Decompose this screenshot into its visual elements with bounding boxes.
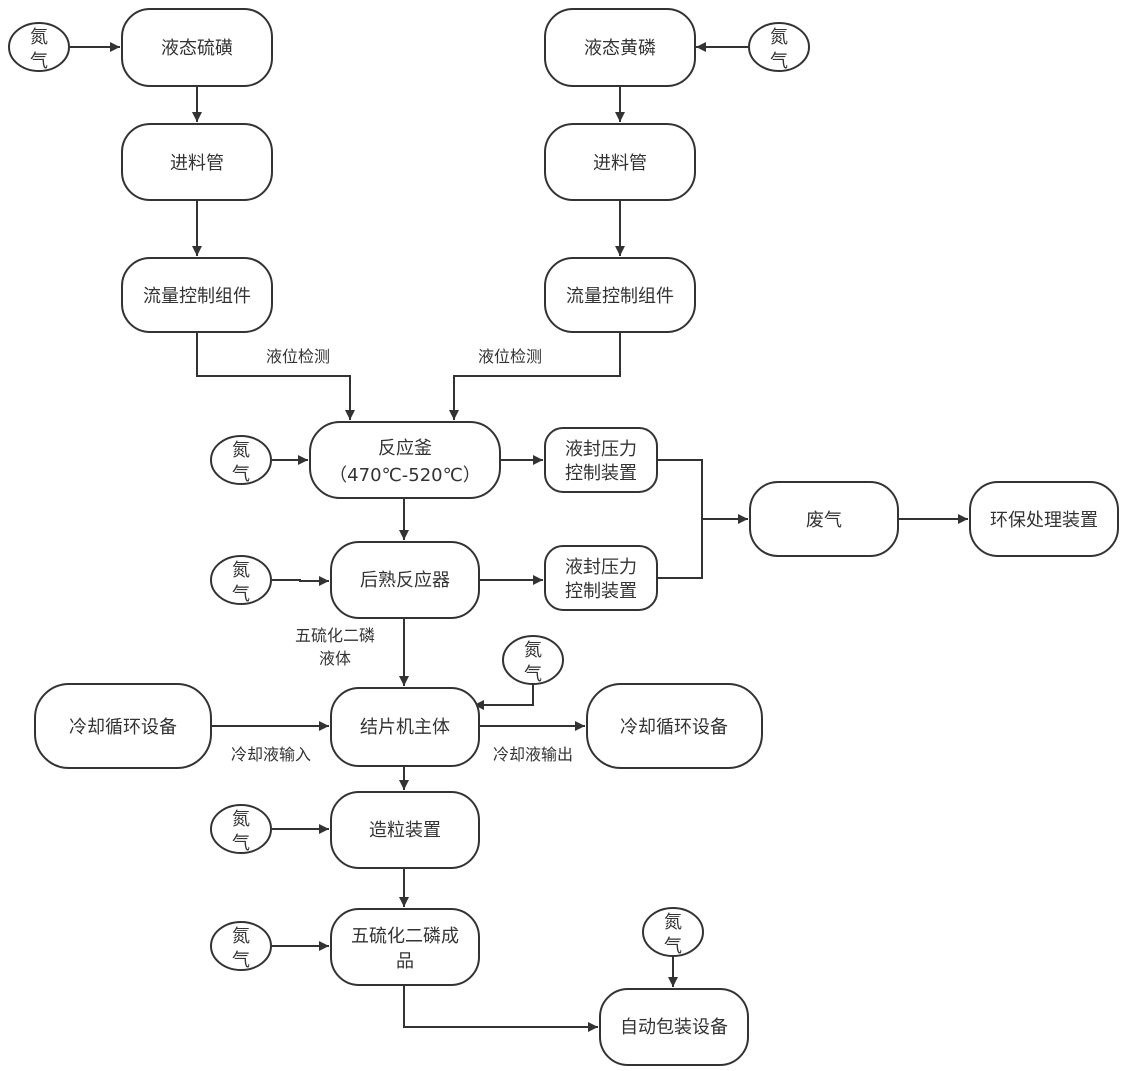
node-reactor: 反应釜 （470℃-520℃） [310, 422, 500, 498]
nitrogen-reactor: 氮 气 [211, 436, 271, 485]
node-flow-right-label: 流量控制组件 [566, 286, 674, 307]
node-granulator: 造粒装置 [331, 792, 479, 868]
node-reactor-label-1: 反应釜 [378, 438, 432, 459]
nitrogen-granulator: 氮 气 [211, 805, 271, 854]
node-cooling-out: 冷却循环设备 [587, 684, 762, 768]
node-waste-gas: 废气 [750, 482, 898, 556]
node-flaker: 结片机主体 [331, 688, 479, 766]
node-seal-2: 液封压力 控制装置 [545, 546, 657, 610]
node-post-reactor-label: 后熟反应器 [360, 570, 450, 591]
node-feed-right: 进料管 [545, 124, 695, 200]
node-seal-1: 液封压力 控制装置 [545, 428, 657, 492]
nitrogen-reactor-label-1: 氮 [232, 440, 250, 461]
node-flow-right: 流量控制组件 [545, 258, 695, 332]
node-phosphorus: 液态黄磷 [545, 9, 695, 86]
edge-n2-post [272, 580, 329, 581]
node-reactor-label-2: （470℃-520℃） [329, 465, 481, 486]
nitrogen-reactor-label-2: 气 [232, 464, 250, 485]
nitrogen-product-label-2: 气 [232, 950, 250, 971]
edge-label-coolant-in: 冷却液输入 [231, 745, 311, 764]
edge-label-level-right: 液位检测 [478, 347, 542, 366]
edge-label-liquid-2: 液体 [319, 649, 351, 668]
node-sulfur: 液态硫磺 [122, 9, 272, 86]
edge-flow-left-reactor [197, 332, 350, 420]
node-granulator-label: 造粒装置 [369, 820, 441, 841]
nitrogen-phosphorus: 氮 气 [749, 23, 809, 72]
edge-product-packaging [404, 985, 598, 1027]
nitrogen-packaging: 氮 气 [643, 908, 703, 957]
node-flaker-label: 结片机主体 [360, 717, 450, 738]
nitrogen-packaging-label-2: 气 [664, 936, 682, 957]
nitrogen-granulator-label-2: 气 [232, 833, 250, 854]
nitrogen-sulfur-label-2: 气 [30, 51, 48, 72]
nitrogen-post-reactor: 氮 气 [211, 556, 271, 605]
node-product-label-1: 五硫化二磷成 [351, 926, 459, 947]
edge-label-coolant-out: 冷却液输出 [493, 745, 573, 764]
node-product: 五硫化二磷成 品 [331, 909, 479, 985]
node-feed-right-label: 进料管 [593, 153, 647, 174]
nitrogen-sulfur-label-1: 氮 [30, 27, 48, 48]
node-phosphorus-label: 液态黄磷 [584, 38, 656, 59]
edge-seal-merge [657, 460, 702, 578]
edge-n2-flaker [474, 684, 533, 705]
nitrogen-product-label-1: 氮 [232, 926, 250, 947]
nitrogen-flaker: 氮 气 [503, 636, 563, 685]
nitrogen-flaker-label-1: 氮 [524, 640, 542, 661]
node-cooling-in-label: 冷却循环设备 [69, 717, 177, 738]
node-seal-1-label-2: 控制装置 [565, 463, 637, 484]
node-flow-left: 流量控制组件 [122, 258, 272, 332]
node-feed-left-label: 进料管 [170, 153, 224, 174]
edge-flow-right-reactor [454, 332, 620, 420]
nitrogen-sulfur: 氮 气 [9, 23, 69, 72]
edge-label-level-left: 液位检测 [266, 347, 330, 366]
node-post-reactor: 后熟反应器 [331, 542, 479, 618]
node-cooling-out-label: 冷却循环设备 [620, 717, 728, 738]
node-seal-2-label-1: 液封压力 [565, 557, 637, 578]
nitrogen-flaker-label-2: 气 [524, 664, 542, 685]
node-product-label-2: 品 [396, 951, 414, 972]
node-flow-left-label: 流量控制组件 [143, 286, 251, 307]
edge-label-liquid-1: 五硫化二磷 [295, 626, 375, 645]
nitrogen-phosphorus-label-1: 氮 [770, 27, 788, 48]
nitrogen-phosphorus-label-2: 气 [770, 51, 788, 72]
node-sulfur-label: 液态硫磺 [161, 38, 233, 59]
nitrogen-post-reactor-label-2: 气 [232, 584, 250, 605]
node-waste-gas-label: 废气 [806, 510, 842, 531]
node-seal-1-label-1: 液封压力 [565, 439, 637, 460]
node-env-treatment: 环保处理装置 [970, 482, 1118, 556]
node-env-treatment-label: 环保处理装置 [990, 510, 1098, 531]
nitrogen-packaging-label-1: 氮 [664, 912, 682, 933]
nitrogen-post-reactor-label-1: 氮 [232, 560, 250, 581]
node-cooling-in: 冷却循环设备 [35, 684, 211, 768]
node-packaging-label: 自动包装设备 [620, 1017, 728, 1038]
nitrogen-product: 氮 气 [211, 922, 271, 971]
node-seal-2-label-2: 控制装置 [565, 581, 637, 602]
nitrogen-granulator-label-1: 氮 [232, 809, 250, 830]
node-packaging: 自动包装设备 [600, 989, 748, 1065]
node-feed-left: 进料管 [122, 124, 272, 200]
